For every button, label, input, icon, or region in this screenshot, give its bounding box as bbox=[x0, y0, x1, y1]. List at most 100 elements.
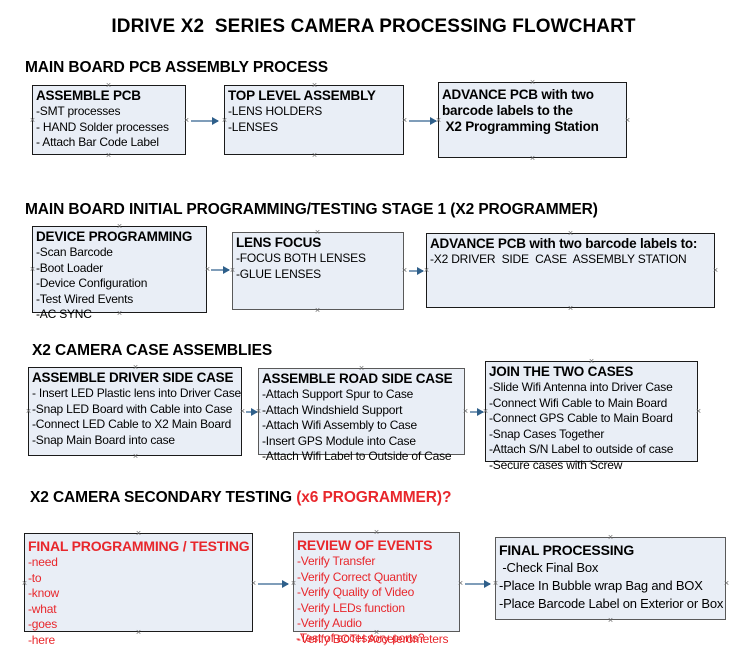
anchor-handle[interactable] bbox=[204, 266, 211, 273]
anchor-handle[interactable] bbox=[135, 530, 142, 537]
anchor-handle[interactable] bbox=[529, 79, 536, 86]
node-final-programming-testing[interactable]: FINAL PROGRAMMING / TESTING -need -to -k… bbox=[24, 533, 253, 647]
connector-arrow bbox=[409, 267, 424, 275]
anchor-handle[interactable] bbox=[358, 365, 365, 372]
anchor-handle[interactable] bbox=[401, 117, 408, 124]
node-assemble-road-side-case[interactable]: ASSEMBLE ROAD SIDE CASE -Attach Support … bbox=[258, 368, 465, 463]
node-line: -Attach S/N Label to outside of case bbox=[489, 442, 674, 456]
anchor-handle[interactable] bbox=[695, 408, 702, 415]
node-top-level-assembly[interactable]: TOP LEVEL ASSEMBLY -LENS HOLDERS -LENSES bbox=[224, 85, 404, 155]
node-line: -LENS HOLDERS bbox=[228, 104, 323, 118]
connector-arrow bbox=[191, 117, 219, 125]
node-lens-focus[interactable]: LENS FOCUS -FOCUS BOTH LENSES -GLUE LENS… bbox=[232, 232, 404, 310]
anchor-handle[interactable] bbox=[373, 629, 380, 636]
anchor-handle[interactable] bbox=[135, 629, 142, 636]
section-heading-4-text: X2 CAMERA SECONDARY TESTING bbox=[30, 489, 297, 506]
node-line: -Verify Audio bbox=[297, 616, 362, 630]
anchor-handle[interactable] bbox=[462, 408, 469, 415]
node-line: -Verify BOTH Accelerometers bbox=[297, 631, 449, 646]
node-title-line: barcode labels to the bbox=[442, 103, 573, 118]
node-device-programming[interactable]: DEVICE PROGRAMMING -Scan Barcode -Boot L… bbox=[32, 226, 207, 321]
anchor-handle[interactable] bbox=[723, 580, 730, 587]
section-heading-2: MAIN BOARD INITIAL PROGRAMMING/TESTING S… bbox=[25, 201, 598, 218]
anchor-handle[interactable] bbox=[25, 408, 32, 415]
node-final-processing[interactable]: FINAL PROCESSING -Check Final Box -Place… bbox=[495, 537, 726, 620]
page-title: IDRIVE X2 SERIES CAMERA PROCESSING FLOWC… bbox=[111, 16, 636, 37]
node-line: -Place Barcode Label on Exterior or Box bbox=[499, 596, 724, 611]
anchor-handle[interactable] bbox=[624, 117, 631, 124]
anchor-handle[interactable] bbox=[290, 580, 297, 587]
anchor-handle[interactable] bbox=[311, 82, 318, 89]
node-advance-pcb-station[interactable]: ADVANCE PCB with two barcode labels to t… bbox=[438, 82, 627, 158]
anchor-handle[interactable] bbox=[116, 310, 123, 317]
anchor-handle[interactable] bbox=[492, 580, 499, 587]
node-line: -AC SYNC bbox=[36, 307, 92, 321]
node-title: FINAL PROGRAMMING / TESTING bbox=[28, 538, 250, 554]
anchor-handle[interactable] bbox=[29, 117, 36, 124]
node-line: -Attach Wifi Label to Outside of Case bbox=[262, 449, 452, 463]
anchor-handle[interactable] bbox=[105, 152, 112, 159]
node-review-of-events[interactable]: REVIEW OF EVENTS -Verify Transfer -Verif… bbox=[293, 532, 460, 646]
node-title: JOIN THE TWO CASES bbox=[489, 364, 634, 379]
node-line: -FOCUS BOTH LENSES bbox=[236, 251, 366, 265]
connector-arrow bbox=[470, 408, 484, 416]
node-line: -Check Final Box bbox=[499, 560, 599, 575]
node-line: -Snap Main Board into case bbox=[32, 432, 175, 447]
anchor-handle[interactable] bbox=[358, 452, 365, 459]
section-heading-1: MAIN BOARD PCB ASSEMBLY PROCESS bbox=[25, 59, 328, 76]
anchor-handle[interactable] bbox=[373, 529, 380, 536]
node-line: -Connect GPS Cable to Main Board bbox=[489, 411, 673, 425]
anchor-handle[interactable] bbox=[607, 617, 614, 624]
anchor-handle[interactable] bbox=[607, 534, 614, 541]
anchor-handle[interactable] bbox=[229, 267, 236, 274]
node-title-line: X2 Programming Station bbox=[442, 119, 599, 134]
anchor-handle[interactable] bbox=[314, 307, 321, 314]
anchor-handle[interactable] bbox=[423, 267, 430, 274]
node-line: -Secure cases with Screw bbox=[489, 457, 623, 472]
anchor-handle[interactable] bbox=[567, 305, 574, 312]
anchor-handle[interactable] bbox=[21, 580, 28, 587]
anchor-handle[interactable] bbox=[588, 358, 595, 365]
node-line: -Slide Wifi Antenna into Driver Case bbox=[489, 380, 673, 394]
node-join-the-two-cases[interactable]: JOIN THE TWO CASES -Slide Wifi Antenna i… bbox=[485, 361, 698, 472]
anchor-handle[interactable] bbox=[712, 267, 719, 274]
node-line: -to bbox=[28, 570, 42, 585]
anchor-handle[interactable] bbox=[401, 267, 408, 274]
anchor-handle[interactable] bbox=[529, 155, 536, 162]
node-line: -Snap Cases Together bbox=[489, 426, 605, 441]
node-title: ADVANCE PCB with two barcode labels to: bbox=[430, 236, 698, 251]
node-advance-pcb-driver-side[interactable]: ADVANCE PCB with two barcode labels to: … bbox=[426, 233, 715, 308]
connector-arrow bbox=[409, 117, 437, 125]
anchor-handle[interactable] bbox=[255, 408, 262, 415]
anchor-handle[interactable] bbox=[221, 117, 228, 124]
anchor-handle[interactable] bbox=[314, 229, 321, 236]
anchor-handle[interactable] bbox=[567, 230, 574, 237]
node-line: -Place In Bubble wrap Bag and BOX bbox=[499, 578, 703, 593]
anchor-handle[interactable] bbox=[132, 453, 139, 460]
anchor-handle[interactable] bbox=[311, 152, 318, 159]
node-line: -Attach Wifi Assembly to Case bbox=[262, 418, 417, 432]
anchor-handle[interactable] bbox=[132, 364, 139, 371]
node-line: - Attach Bar Code Label bbox=[36, 135, 159, 149]
anchor-handle[interactable] bbox=[250, 580, 257, 587]
node-assemble-driver-side-case[interactable]: ASSEMBLE DRIVER SIDE CASE - Insert LED P… bbox=[28, 367, 242, 456]
node-line: -X2 DRIVER SIDE CASE ASSEMBLY STATION bbox=[430, 252, 687, 266]
node-line: -LENSES bbox=[228, 119, 278, 134]
node-title: FINAL PROCESSING bbox=[499, 542, 635, 558]
anchor-handle[interactable] bbox=[105, 82, 112, 89]
node-line: -Boot Loader bbox=[36, 260, 103, 275]
node-line: - HAND Solder processes bbox=[36, 119, 169, 134]
node-title: ADVANCE PCB with two bbox=[442, 87, 594, 102]
anchor-handle[interactable] bbox=[239, 408, 246, 415]
anchor-handle[interactable] bbox=[435, 117, 442, 124]
anchor-handle[interactable] bbox=[588, 459, 595, 466]
anchor-handle[interactable] bbox=[116, 223, 123, 230]
anchor-handle[interactable] bbox=[457, 580, 464, 587]
anchor-handle[interactable] bbox=[29, 266, 36, 273]
node-assemble-pcb[interactable]: ASSEMBLE PCB -SMT processes - HAND Solde… bbox=[32, 85, 186, 155]
node-line: -Verify Correct Quantity bbox=[297, 569, 417, 584]
anchor-handle[interactable] bbox=[482, 408, 489, 415]
connector-arrow bbox=[211, 266, 230, 274]
anchor-handle[interactable] bbox=[183, 117, 190, 124]
